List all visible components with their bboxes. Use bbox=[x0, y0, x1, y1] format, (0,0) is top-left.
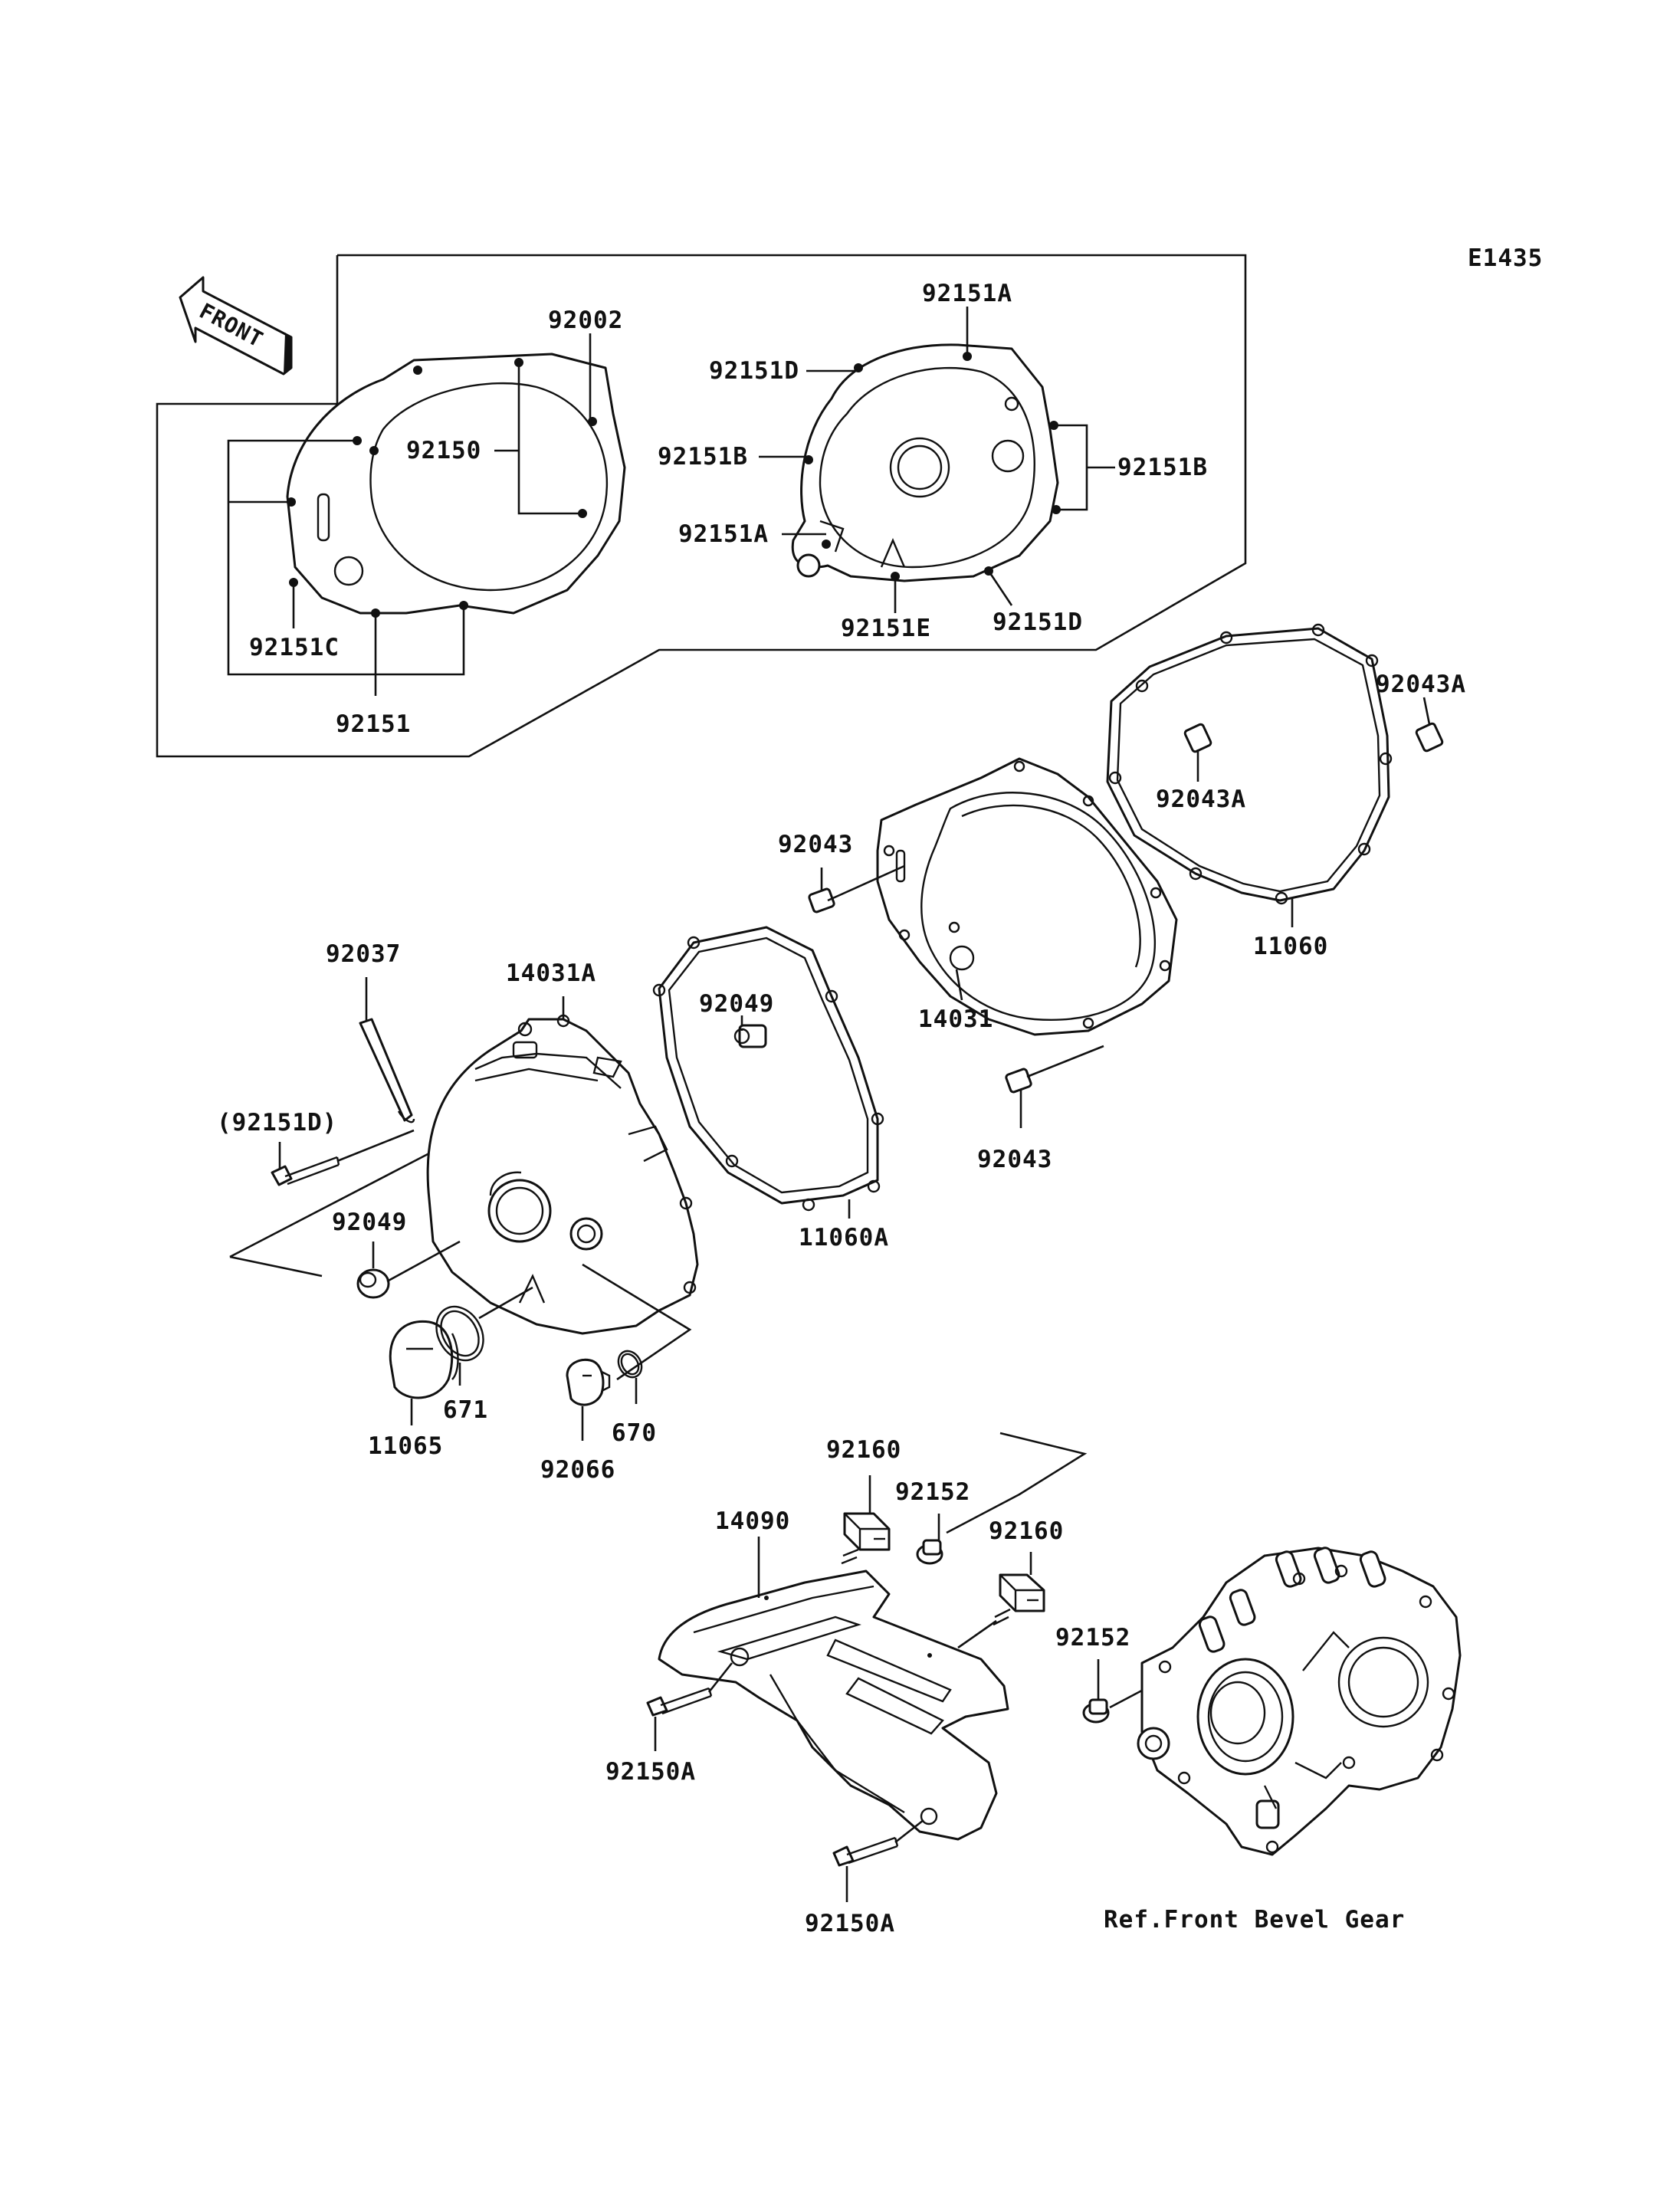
leader-671-line bbox=[478, 1286, 533, 1320]
cover-14031 bbox=[876, 757, 1178, 1036]
collar-92152-right bbox=[1082, 1698, 1110, 1724]
label-92043-top: 92043 bbox=[778, 831, 853, 858]
bolt-92150A-left bbox=[646, 1687, 713, 1717]
label-92043A-mid: 92043A bbox=[1156, 786, 1246, 813]
label-14090: 14090 bbox=[715, 1507, 790, 1535]
leader-92150A-left-line bbox=[707, 1662, 733, 1693]
bolt-92150A-bottom bbox=[832, 1836, 899, 1867]
leader-92160-right-line bbox=[957, 1619, 997, 1649]
label-92151C: 92151C bbox=[249, 634, 340, 661]
assembly-line-b bbox=[229, 1255, 323, 1278]
label-92151B-right: 92151B bbox=[1117, 454, 1208, 481]
label-ref-front-bevel-gear: Ref.Front Bevel Gear bbox=[1104, 1906, 1405, 1934]
bushing-92049-left bbox=[356, 1268, 390, 1299]
pin-92037 bbox=[359, 1018, 415, 1123]
dowel-92043-top bbox=[808, 887, 835, 914]
label-92152-top: 92152 bbox=[895, 1478, 970, 1506]
cover-14090 bbox=[658, 1570, 1009, 1841]
label-92160-top: 92160 bbox=[826, 1436, 901, 1464]
label-92043A-right: 92043A bbox=[1376, 671, 1466, 698]
assembly-line-lower bbox=[946, 1432, 1088, 1534]
label-14031: 14031 bbox=[918, 1005, 993, 1033]
cap-11065 bbox=[389, 1320, 459, 1399]
kit-boundary bbox=[156, 254, 1247, 758]
leader-92049-left-line bbox=[386, 1240, 461, 1283]
dowel-92043A-mid bbox=[1183, 723, 1212, 753]
collar-92152-top bbox=[916, 1539, 943, 1565]
label-11065: 11065 bbox=[368, 1432, 443, 1460]
label-92002: 92002 bbox=[548, 307, 623, 334]
bracket-92160-right bbox=[993, 1573, 1045, 1626]
label-92151D-mid: 92151D bbox=[993, 608, 1083, 636]
label-92150A-bottom: 92150A bbox=[805, 1910, 895, 1937]
label-92151A-mid: 92151A bbox=[678, 520, 769, 548]
gasket-11060A bbox=[652, 926, 884, 1212]
leader-92043A-right bbox=[1422, 697, 1431, 725]
bushing-92049-top bbox=[733, 1024, 767, 1048]
assembly-line-a bbox=[229, 1152, 430, 1258]
leader-14031 bbox=[955, 969, 963, 1001]
label-92151E: 92151E bbox=[841, 615, 931, 642]
dowel-92043-bottom bbox=[1005, 1068, 1032, 1094]
bolt-92151D bbox=[271, 1156, 340, 1186]
dowel-92043A-right bbox=[1415, 722, 1444, 753]
label-670: 670 bbox=[612, 1419, 657, 1447]
o-ring-671 bbox=[435, 1305, 484, 1362]
label-92037: 92037 bbox=[326, 940, 401, 968]
gasket-92002 bbox=[286, 353, 626, 618]
plug-92066 bbox=[566, 1358, 611, 1406]
label-92151D-top: 92151D bbox=[709, 357, 799, 385]
label-14031A: 14031A bbox=[506, 959, 596, 987]
leader-92151D-paren-line bbox=[336, 1129, 415, 1163]
front-arrow-icon: FRONT bbox=[179, 276, 293, 376]
label-92151B-left: 92151B bbox=[658, 443, 748, 471]
label-92152-right: 92152 bbox=[1055, 1624, 1130, 1652]
label-92150: 92150 bbox=[406, 437, 481, 464]
label-92151A-top: 92151A bbox=[922, 280, 1012, 307]
label-92043-bottom: 92043 bbox=[977, 1146, 1052, 1173]
cover-14031A bbox=[426, 1014, 699, 1335]
o-ring-670 bbox=[617, 1350, 643, 1379]
label-671: 671 bbox=[443, 1396, 488, 1424]
leader-92150 bbox=[494, 362, 582, 515]
label-92066: 92066 bbox=[540, 1456, 615, 1484]
bracket-92160-top bbox=[841, 1512, 891, 1565]
leader-92150A-bottom-line bbox=[894, 1819, 924, 1844]
label-92049-left: 92049 bbox=[332, 1209, 407, 1236]
label-92151D-paren: (92151D) bbox=[217, 1109, 337, 1137]
leader-92151-bracket bbox=[227, 439, 465, 676]
leader-92043-top-line bbox=[827, 864, 905, 902]
diagram-code: E1435 bbox=[1468, 244, 1543, 272]
label-92049-top: 92049 bbox=[699, 990, 774, 1018]
label-92160-right: 92160 bbox=[989, 1517, 1064, 1545]
leader-92043-bottom-line bbox=[1026, 1045, 1104, 1078]
label-92151: 92151 bbox=[336, 710, 411, 738]
label-11060: 11060 bbox=[1253, 933, 1328, 960]
leader-92151D-mid bbox=[987, 570, 1013, 606]
leader-92151B-right bbox=[1054, 424, 1088, 511]
front-bevel-gear-housing bbox=[1137, 1547, 1462, 1856]
label-92150A-left: 92150A bbox=[605, 1758, 696, 1786]
label-11060A: 11060A bbox=[799, 1224, 889, 1251]
gasket-11060 bbox=[1106, 623, 1393, 905]
cover-kit bbox=[791, 343, 1061, 582]
